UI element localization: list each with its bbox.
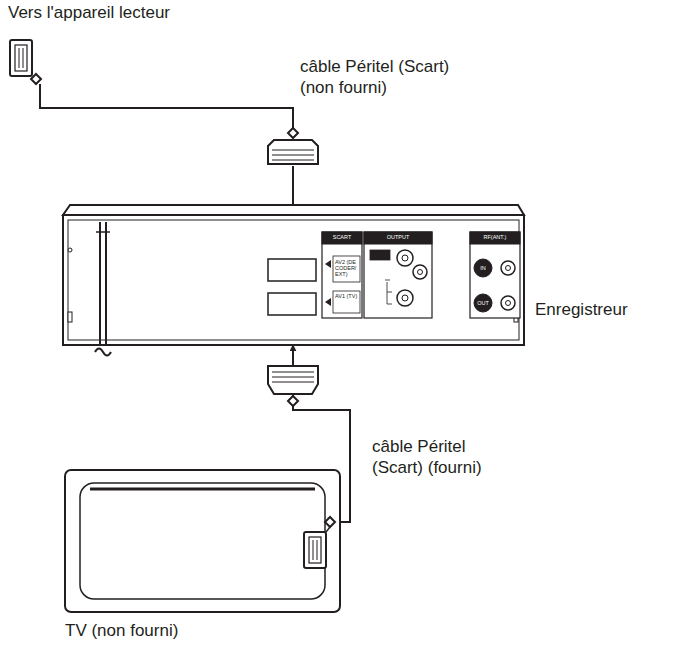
recorder-body — [63, 205, 524, 356]
panel-heading: OUTPUT — [364, 234, 432, 240]
cable-label: câble Péritel (Scart) (fourni) — [372, 436, 490, 478]
destination-label: Vers l'appareil lecteur — [8, 2, 170, 23]
terminal-label: IN — [475, 265, 491, 271]
node-label: TV (non fourni) — [65, 620, 178, 641]
scart-plug — [10, 40, 32, 76]
scart-plug — [304, 532, 326, 568]
terminal-label: OUT — [475, 300, 491, 306]
node-label: Enregistreur — [535, 299, 628, 320]
socket-label: AV1 (TV) — [335, 293, 359, 299]
cable-label: câble Péritel (Scart) (non fourni) — [300, 56, 478, 98]
scart-plug — [268, 140, 318, 164]
tv: TV (non fourni) — [65, 470, 340, 612]
recorder: Enregistreur — [63, 215, 524, 345]
socket-label: AV2 (DECODER/EXT) — [335, 259, 359, 277]
scart-socket — [268, 259, 316, 281]
scart-plug — [268, 366, 318, 394]
scart-socket — [268, 293, 316, 315]
bottom-cable-plugs — [268, 366, 335, 568]
panel-heading: RF(ANT.) — [470, 234, 520, 240]
panel-heading: SCART — [322, 234, 362, 240]
tv-set — [65, 470, 340, 612]
